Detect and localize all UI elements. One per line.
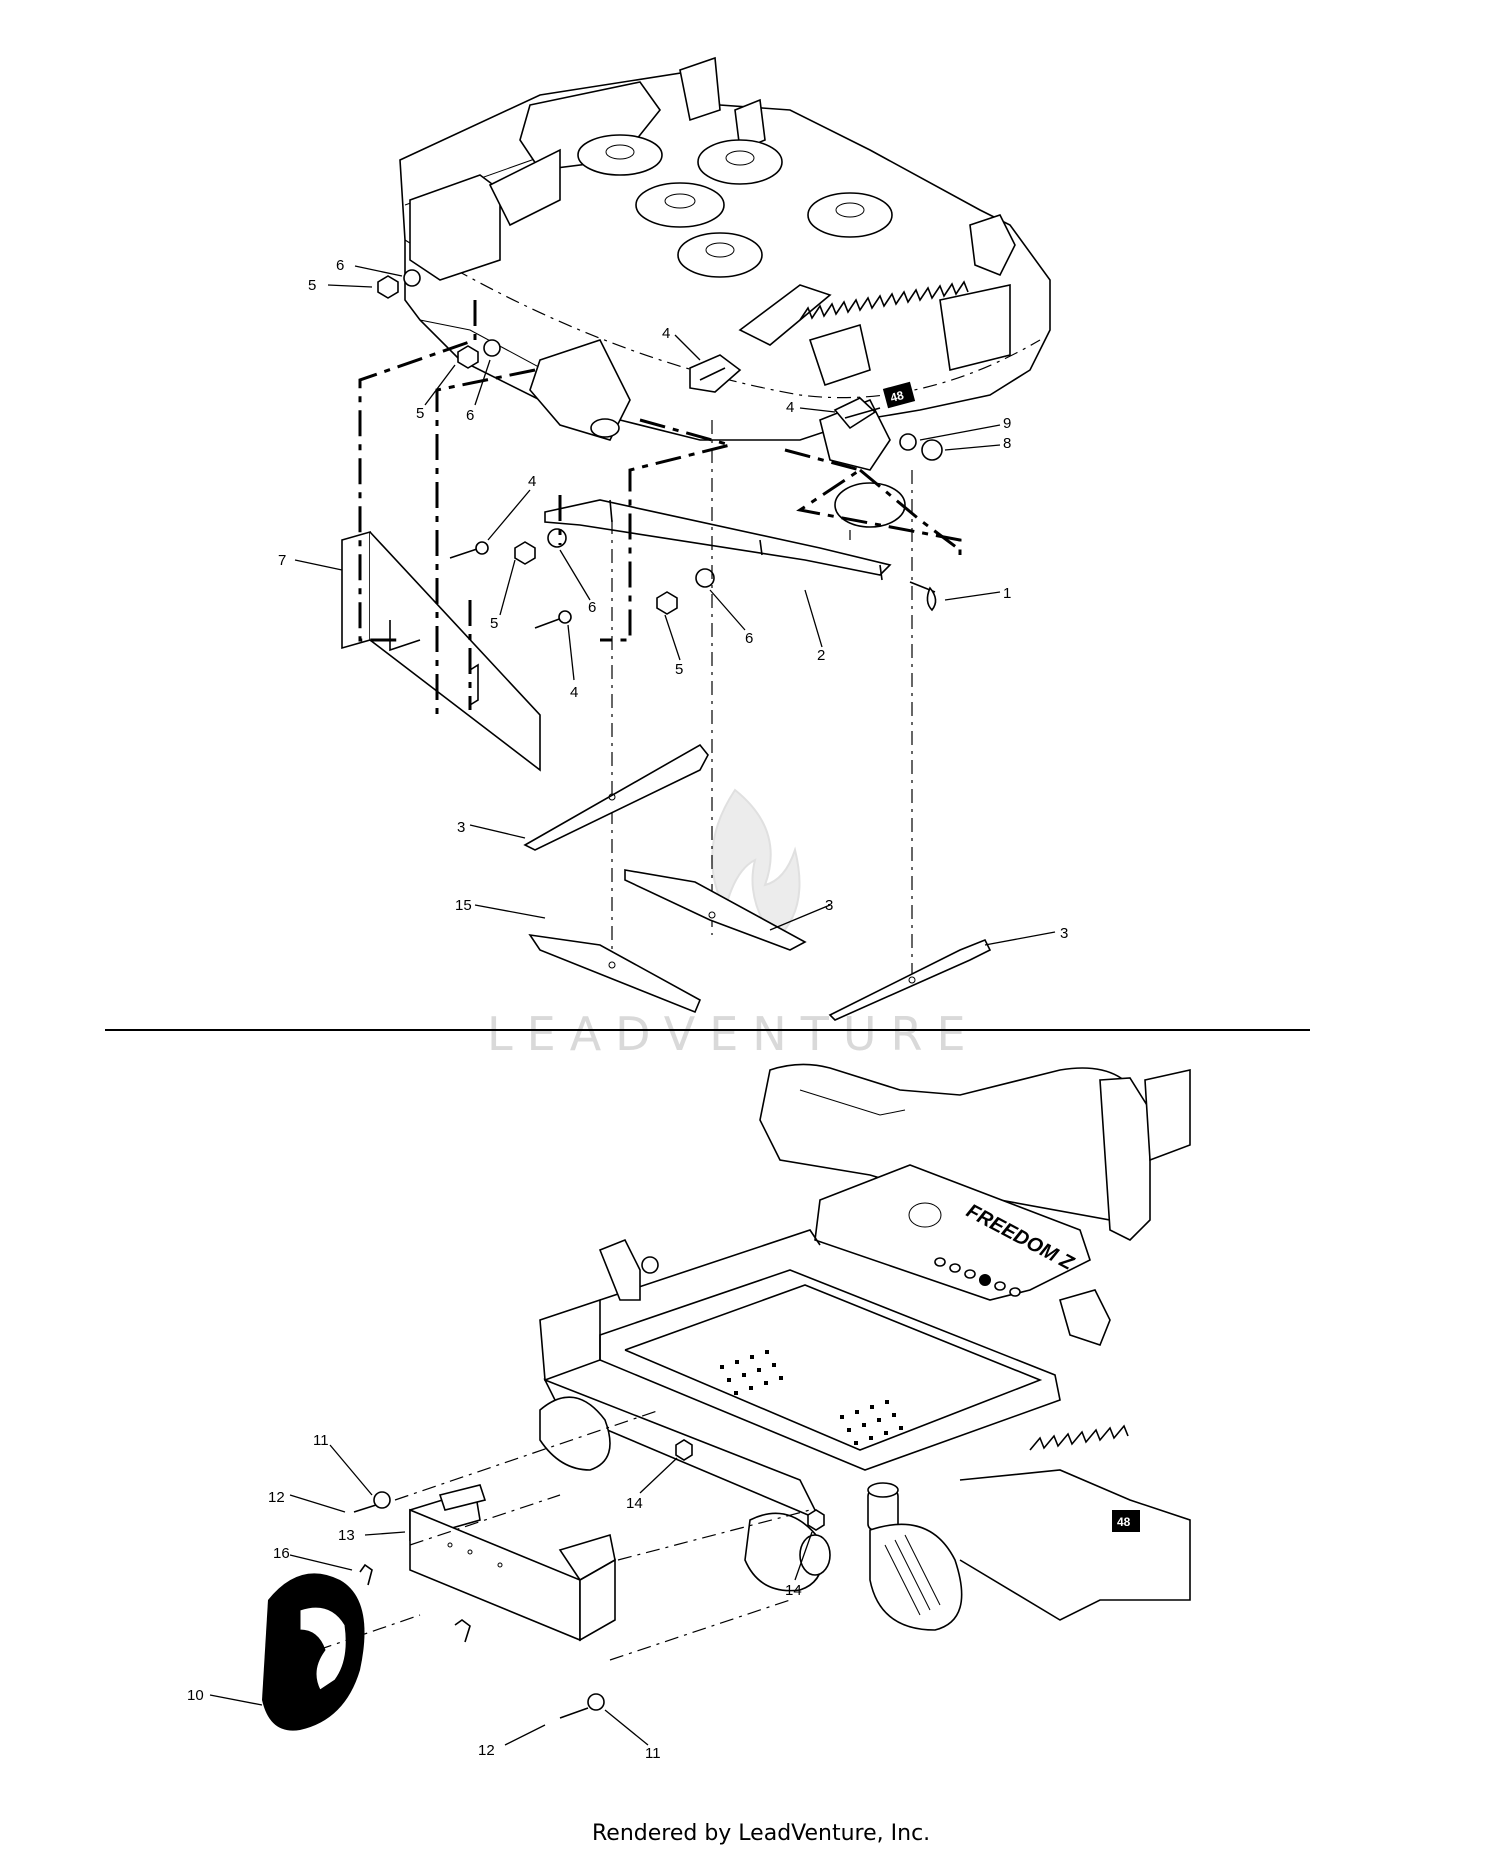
blade-upper [523, 743, 709, 851]
callout-6: 6 [745, 630, 753, 647]
callout-10: 10 [187, 1687, 204, 1704]
deck-size-badge: 48 [882, 381, 916, 409]
pulley-1 [577, 134, 663, 176]
callout-2: 2 [817, 647, 825, 664]
blade-left-15 [528, 933, 702, 1014]
callout-3: 3 [457, 819, 465, 836]
watermark: LEADVENTURE [487, 788, 980, 1061]
callout-4: 4 [786, 399, 794, 416]
callout-8: 8 [1003, 435, 1011, 452]
callout-11: 11 [645, 1745, 661, 1762]
callout-13: 13 [338, 1527, 355, 1544]
callout-1: 1 [1003, 585, 1011, 602]
callout-5: 5 [675, 661, 683, 678]
callout-6: 6 [336, 257, 344, 274]
pulley-2 [697, 139, 783, 185]
callout-5: 5 [308, 277, 316, 294]
leader-lines [209, 265, 1056, 1746]
callout-15: 15 [455, 897, 472, 914]
blade-right [828, 938, 992, 1021]
callout-5: 5 [490, 615, 498, 632]
pulley-3 [635, 182, 725, 228]
tension-spring [799, 280, 969, 321]
callout-11: 11 [313, 1432, 329, 1449]
callout-5: 5 [416, 405, 424, 422]
floor-grating [720, 1350, 903, 1445]
callout-4: 4 [528, 473, 536, 490]
pulley-5 [677, 232, 763, 278]
deck-size-badge-lower: 48 [1112, 1510, 1140, 1532]
svg-text:48: 48 [1117, 1515, 1131, 1529]
callout-3: 3 [1060, 925, 1068, 942]
counterweight-part-10 [262, 1573, 365, 1731]
callout-14: 14 [626, 1495, 643, 1512]
control-buttons [934, 1257, 1021, 1297]
callout-16: 16 [273, 1545, 290, 1562]
callout-6: 6 [466, 407, 474, 424]
callout-7: 7 [278, 552, 286, 569]
callout-14: 14 [785, 1582, 802, 1599]
tractor-frame: FREEDOM Z [539, 1063, 1191, 1631]
callout-12: 12 [478, 1742, 495, 1759]
pulley-4 [807, 192, 893, 238]
upper-hardware [377, 269, 943, 629]
callout-labels: 6 5 5 6 4 4 9 8 4 7 5 6 5 6 4 2 1 3 3 3 … [187, 257, 1068, 1762]
callout-9: 9 [1003, 415, 1011, 432]
watermark-text: LEADVENTURE [487, 1007, 980, 1061]
weight-bracket-part-13 [409, 1484, 616, 1642]
lower-hardware [262, 1409, 825, 1731]
callout-4: 4 [662, 325, 670, 342]
callout-3: 3 [825, 897, 833, 914]
baffle-part-7 [341, 530, 541, 772]
callout-6: 6 [588, 599, 596, 616]
callout-4: 4 [570, 684, 578, 701]
footer-credit: Rendered by LeadVenture, Inc. [592, 1821, 930, 1846]
svg-text:48: 48 [889, 388, 906, 405]
callout-12: 12 [268, 1489, 285, 1506]
mower-deck: 48 [399, 56, 1051, 528]
blade-center [624, 869, 807, 951]
